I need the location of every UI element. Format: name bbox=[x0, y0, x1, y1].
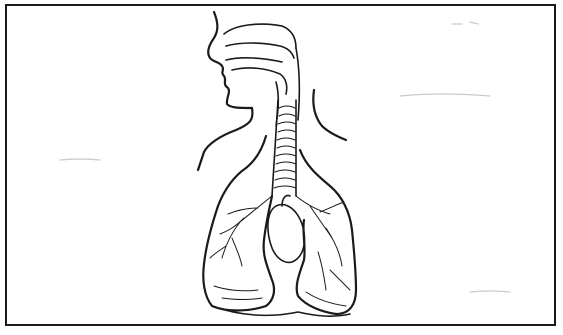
neck-front bbox=[198, 108, 252, 170]
tongue bbox=[232, 68, 287, 94]
neck-shoulders bbox=[198, 90, 346, 170]
nasal-oral-cavity bbox=[224, 24, 299, 126]
forehead-nose-outline bbox=[208, 12, 252, 108]
heart-outline bbox=[268, 205, 305, 263]
palate bbox=[226, 58, 282, 62]
heart bbox=[268, 195, 305, 262]
neck-back bbox=[313, 90, 346, 140]
head-profile bbox=[208, 12, 252, 108]
nasal-floor bbox=[226, 43, 294, 58]
scan-ghost-marks bbox=[60, 22, 510, 292]
